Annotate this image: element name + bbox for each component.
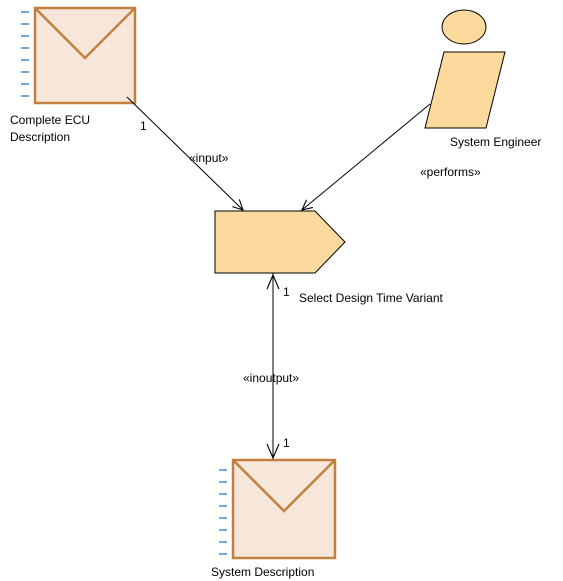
edge-input-stereotype: «input» [189, 151, 229, 165]
edge-inoutput[interactable]: 1 «inoutput» 1 [243, 273, 299, 460]
edge-performs[interactable]: «performs» [302, 103, 481, 210]
task-select-design-time-variant[interactable]: Select Design Time Variant [214, 210, 444, 305]
edge-performs-stereotype: «performs» [420, 165, 481, 179]
role-label: System Engineer [450, 135, 541, 149]
artifact-system-description[interactable]: System Description [211, 458, 337, 579]
edge-inoutput-multiplicity-bottom: 1 [283, 436, 290, 450]
envelope-icon [21, 6, 137, 105]
edge-input[interactable]: 1 «input» [126, 96, 243, 210]
task-pentagon-icon [214, 210, 346, 274]
artifact-label-line2: Description [10, 130, 70, 144]
task-label: Select Design Time Variant [299, 291, 444, 305]
edge-inoutput-stereotype: «inoutput» [243, 371, 299, 385]
artifact-complete-ecu-description[interactable]: Complete ECU Description [10, 6, 137, 144]
artifact-label: System Description [211, 565, 314, 579]
envelope-icon [219, 458, 337, 560]
edge-inoutput-multiplicity-top: 1 [283, 285, 290, 299]
edge-input-multiplicity: 1 [140, 119, 147, 133]
role-icon [424, 9, 506, 129]
role-system-engineer[interactable]: System Engineer [424, 9, 541, 149]
artifact-label-line1: Complete ECU [10, 113, 90, 127]
